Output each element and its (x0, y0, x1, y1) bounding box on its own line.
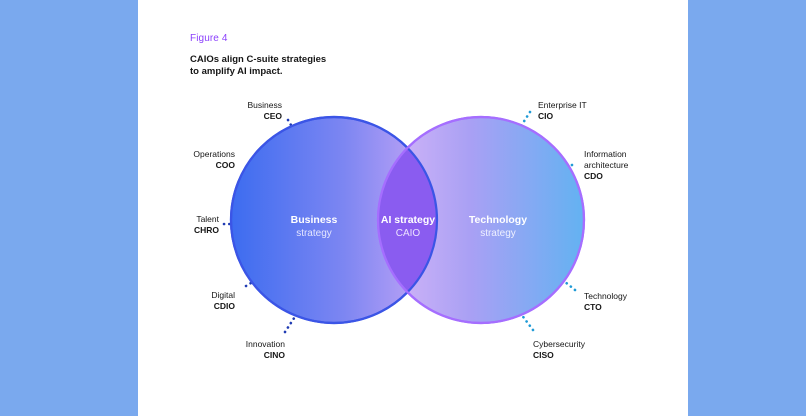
role-acronym: CDO (584, 171, 603, 181)
role-acronym: CDIO (213, 301, 235, 311)
venn-diagram: Business strategy AI strategy CAIO Techn… (222, 110, 586, 334)
figure-page: Figure 4 CAIOs align C-suite strategies … (138, 0, 688, 416)
role-area: Business (247, 100, 283, 110)
ai-strategy-title: AI strategy (381, 214, 435, 226)
role-area: Enterprise IT (538, 100, 587, 110)
role-area-line-2: architecture (584, 160, 629, 170)
figure-label: Figure 4 (190, 33, 228, 44)
role-acronym: CISO (533, 350, 554, 360)
role-cio: Enterprise IT CIO (538, 100, 628, 122)
role-acronym: CTO (584, 302, 602, 312)
role-area: Talent (196, 214, 219, 224)
role-acronym: CIO (538, 111, 554, 121)
role-cdo: Information architecture CDO (584, 149, 674, 182)
technology-subtitle: strategy (480, 228, 516, 239)
business-subtitle: strategy (296, 228, 332, 239)
business-title: Business (291, 214, 338, 226)
role-acronym: COO (215, 160, 235, 170)
role-area: Digital (211, 290, 235, 300)
connector-ciso (513, 304, 535, 332)
technology-circle-outline (376, 115, 586, 325)
role-area: Technology (584, 291, 628, 301)
ai-strategy-subtitle: CAIO (396, 228, 421, 239)
role-cino: Innovation CINO (218, 339, 285, 361)
figure-title: CAIOs align C-suite strategies to amplif… (190, 54, 390, 78)
role-area-line-1: Information (584, 149, 627, 159)
business-circle-outline (229, 115, 439, 325)
role-acronym: CINO (263, 350, 285, 360)
role-chro: Talent CHRO (168, 214, 219, 236)
role-area: Cybersecurity (533, 339, 585, 349)
figure-title-line-2: to amplify AI impact. (190, 66, 283, 77)
role-ciso: Cybersecurity CISO (533, 339, 623, 361)
role-cdio: Digital CDIO (178, 290, 235, 312)
figure-title-line-1: CAIOs align C-suite strategies (190, 54, 327, 65)
role-coo: Operations COO (178, 149, 235, 171)
technology-title: Technology (469, 214, 527, 226)
role-area: Operations (193, 149, 235, 159)
role-acronym: CEO (263, 111, 282, 121)
role-ceo: Business CEO (218, 100, 283, 122)
role-acronym: CHRO (193, 225, 219, 235)
role-area: Innovation (245, 339, 285, 349)
role-cto: Technology CTO (584, 291, 674, 313)
